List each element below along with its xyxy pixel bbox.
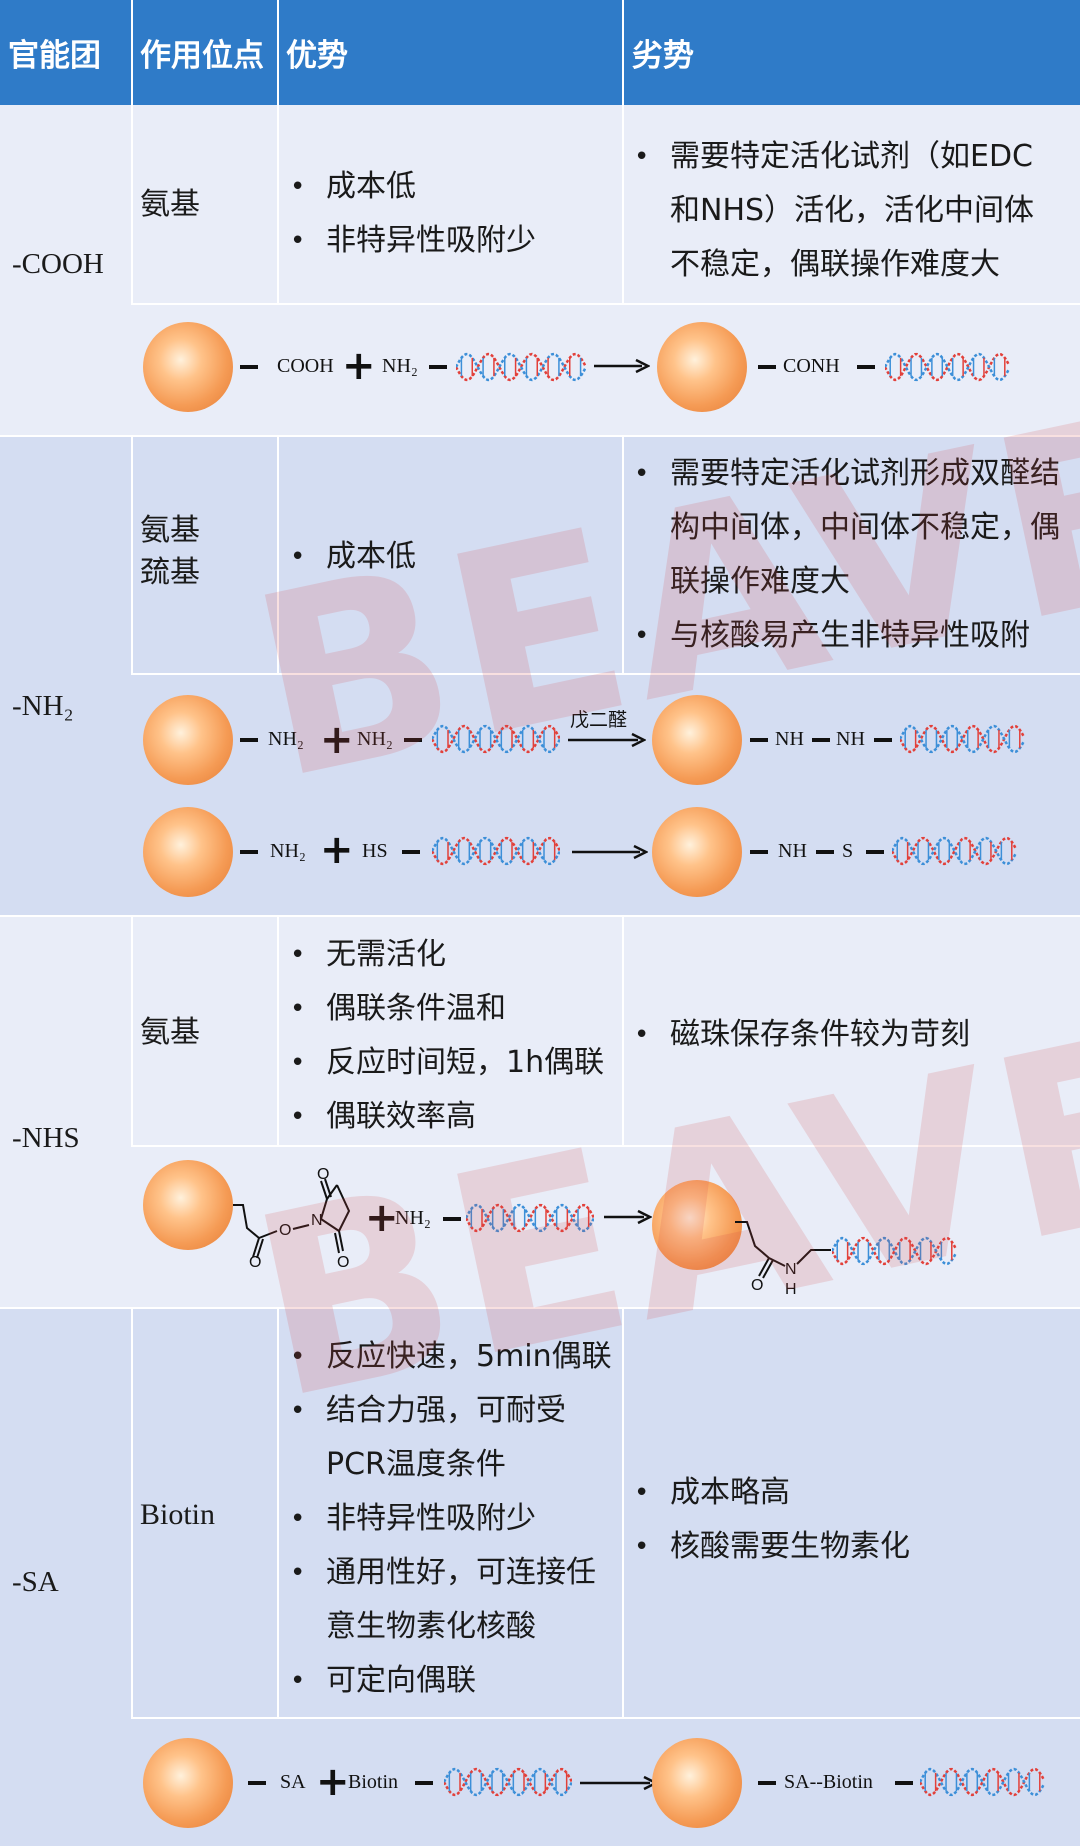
amide-structure-icon: O N H [735,1221,831,1298]
list-item: 需要特定活化试剂（如EDC和NHS）活化，活化中间体不稳定，偶联操作难度大 [630,130,1060,292]
reactant-label: NH₂ [395,1207,431,1229]
header-advantages: 优势 [286,38,348,74]
disadvantages-sa: 成本略高 核酸需要生物素化 [630,1466,910,1574]
plus-icon: + [320,717,354,763]
group-nhs: -NHS [12,1122,80,1154]
advantages-sa: 反应快速，5min偶联 结合力强，可耐受PCR温度条件 非特异性吸附少 通用性好… [286,1330,616,1708]
list-item: 非特异性吸附少 [286,1492,616,1546]
list-item: 磁珠保存条件较为苛刻 [630,1008,970,1062]
list-item: 与核酸易产生非特异性吸附 [630,609,1070,663]
atom-label: N [311,1212,323,1229]
group-nh2: -NH₂ [12,690,74,722]
list-item: 通用性好，可连接任意生物素化核酸 [286,1546,616,1654]
product-label: NH [775,728,804,750]
reagent-label: 戊二醛 [570,709,628,731]
list-item: 偶联条件温和 [286,982,604,1036]
arrow-icon [594,358,650,374]
list-item: 成本低 [286,160,536,214]
reactant-label: Biotin [348,1771,399,1793]
atom-label: O [317,1166,329,1183]
header-disadvantages: 劣势 [632,38,694,74]
plus-icon: + [316,1759,350,1805]
arrow-icon [604,1209,652,1225]
magnetic-bead-icon [143,1738,233,1828]
nhs-ester-structure-icon: O O N O O [233,1166,351,1270]
magnetic-bead-icon [652,695,742,785]
atom-label: O [337,1254,349,1270]
advantages-cooh: 成本低 非特异性吸附少 [286,160,536,268]
list-item: 成本低 [286,530,416,584]
magnetic-bead-icon [143,807,233,897]
magnetic-bead-icon [657,322,747,412]
dna-icon [444,1767,572,1797]
product-label: NH [778,840,807,862]
dna-icon [432,724,560,754]
reactant-label: SA [280,1771,306,1793]
site-line: 巯基 [140,555,200,590]
list-item: 反应快速，5min偶联 [286,1330,616,1384]
product-label: NH [836,728,865,750]
list-item: 无需活化 [286,928,604,982]
magnetic-bead-icon [652,1180,742,1270]
product-label: S [842,840,854,862]
list-item: 可定向偶联 [286,1654,616,1708]
dna-icon [432,836,560,866]
site-nh2: 氨基 巯基 [140,510,200,594]
list-item: 核酸需要生物素化 [630,1520,910,1574]
reactant-label: NH₂ [270,840,306,862]
plus-icon: + [365,1195,399,1241]
reactant-label: COOH [277,355,334,377]
list-item: 反应时间短，1h偶联 [286,1036,604,1090]
atom-label: O [279,1222,291,1239]
dna-icon [885,352,1010,382]
site-line: 氨基 [140,513,200,548]
dna-icon [920,1767,1045,1797]
product-label: SA--Biotin [784,1771,873,1793]
dna-icon [900,724,1025,754]
atom-label: O [249,1254,261,1270]
disadvantages-nhs: 磁珠保存条件较为苛刻 [630,1008,970,1062]
atom-label: H [785,1281,797,1298]
site-nhs: 氨基 [140,1015,200,1050]
arrow-icon [580,1775,658,1791]
arrow-icon [572,844,648,860]
site-cooh: 氨基 [140,187,200,222]
advantages-nhs: 无需活化 偶联条件温和 反应时间短，1h偶联 偶联效率高 [286,928,604,1144]
dna-icon [892,836,1017,866]
dna-icon [456,352,586,382]
plus-icon: + [342,343,376,389]
reactant-label: NH₂ [382,355,418,377]
atom-label: N [785,1261,797,1278]
dna-icon [466,1203,594,1233]
magnetic-bead-icon [143,695,233,785]
reactant-label: NH₂ [357,728,393,750]
list-item: 需要特定活化试剂形成双醛结构中间体，中间体不稳定，偶联操作难度大 [630,447,1070,609]
reactant-label: HS [362,840,388,862]
magnetic-bead-icon [143,1160,233,1250]
list-item: 非特异性吸附少 [286,214,536,268]
atom-label: O [751,1277,763,1294]
magnetic-bead-icon [143,322,233,412]
arrow-icon [568,732,646,748]
list-item: 偶联效率高 [286,1090,604,1144]
product-label: CONH [783,355,840,377]
list-item: 结合力强，可耐受PCR温度条件 [286,1384,616,1492]
disadvantages-nh2: 需要特定活化试剂形成双醛结构中间体，中间体不稳定，偶联操作难度大 与核酸易产生非… [630,447,1070,663]
disadvantages-cooh: 需要特定活化试剂（如EDC和NHS）活化，活化中间体不稳定，偶联操作难度大 [630,130,1060,292]
list-item: 成本略高 [630,1466,910,1520]
magnetic-bead-icon [652,1738,742,1828]
group-cooh: -COOH [12,248,104,280]
header-site: 作用位点 [140,38,264,74]
table-header [0,0,1080,105]
magnetic-bead-icon [652,807,742,897]
site-sa: Biotin [140,1498,216,1531]
header-functional-group: 官能团 [8,38,101,74]
plus-icon: + [320,827,354,873]
reactant-label: NH₂ [268,728,304,750]
dna-icon [832,1236,957,1266]
group-sa: -SA [12,1566,59,1598]
advantages-nh2: 成本低 [286,530,416,584]
